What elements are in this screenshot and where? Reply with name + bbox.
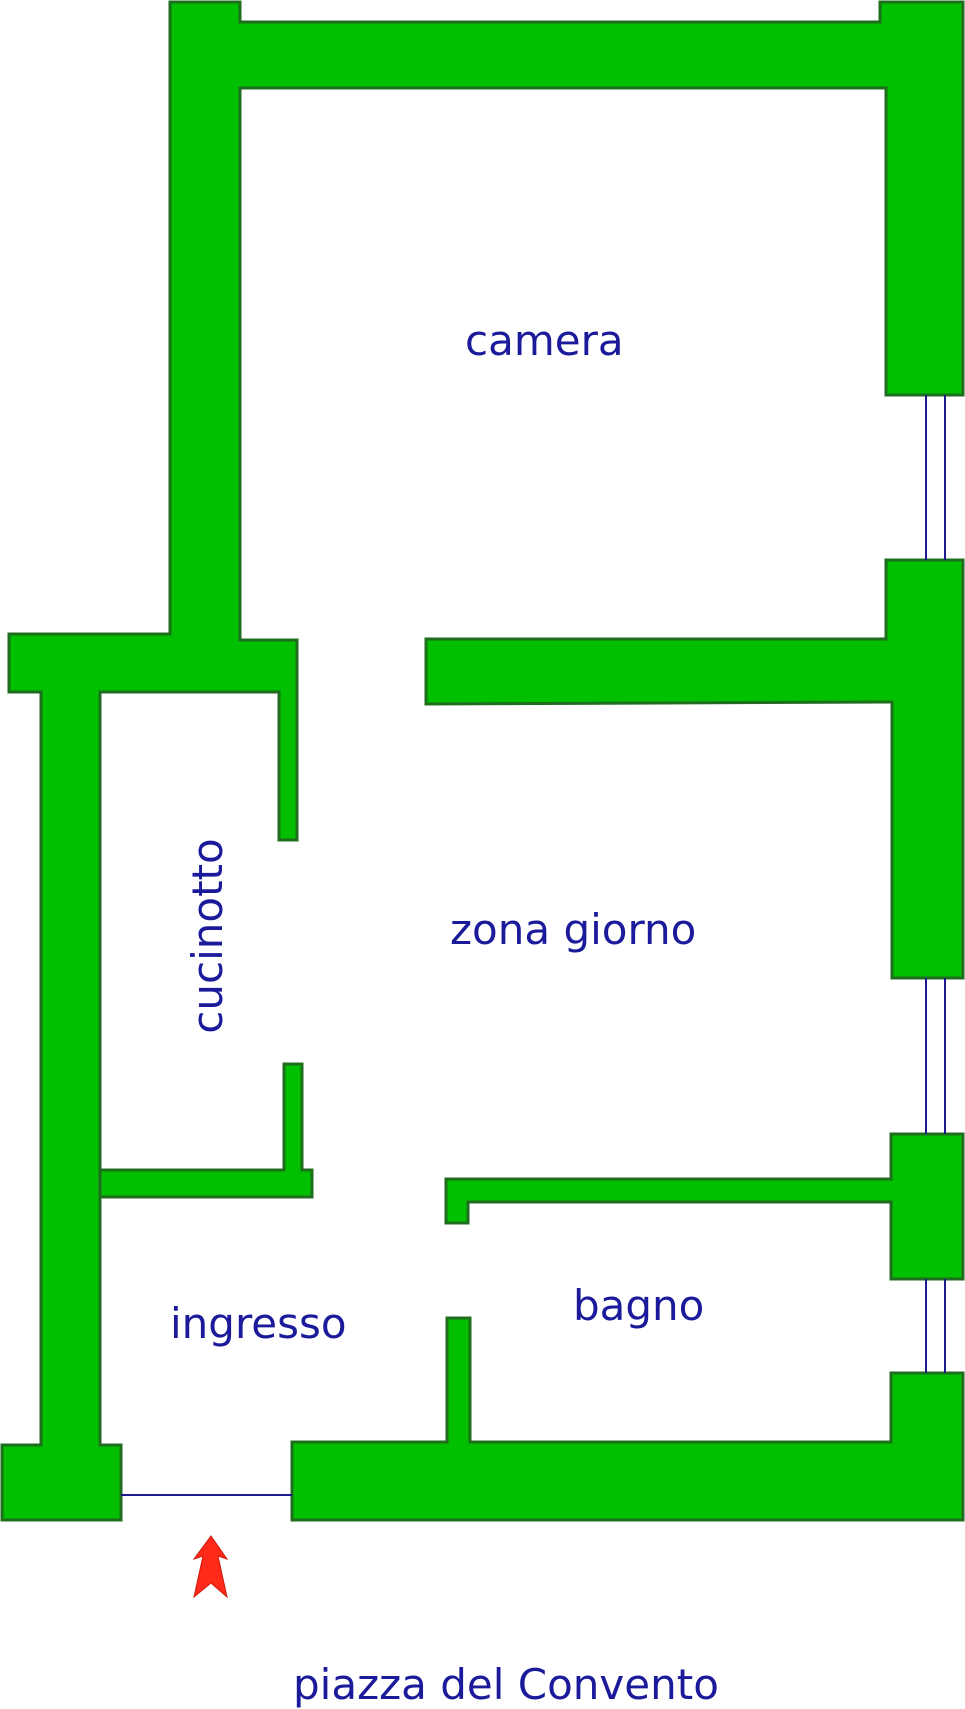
- room-label-zona-giorno: zona giorno: [450, 905, 697, 954]
- wall-camera-divider: [424, 558, 965, 980]
- street-label: piazza del Convento: [293, 1660, 719, 1709]
- wall-cucinotto-lower: [98, 1062, 314, 1199]
- room-label-bagno: bagno: [573, 1281, 705, 1330]
- window-camera: [925, 395, 946, 560]
- wall-bottom: [290, 1316, 965, 1522]
- room-label-camera: camera: [465, 316, 624, 365]
- wall-bagno-top: [444, 1132, 965, 1281]
- room-label-cucinotto: cucinotto: [183, 838, 232, 1034]
- wall-camera-top-left: [0, 0, 965, 1522]
- window-zona-giorno: [925, 978, 946, 1134]
- room-label-ingresso: ingresso: [170, 1299, 347, 1348]
- entrance-arrow-icon: [192, 1535, 229, 1599]
- window-bagno: [925, 1279, 946, 1373]
